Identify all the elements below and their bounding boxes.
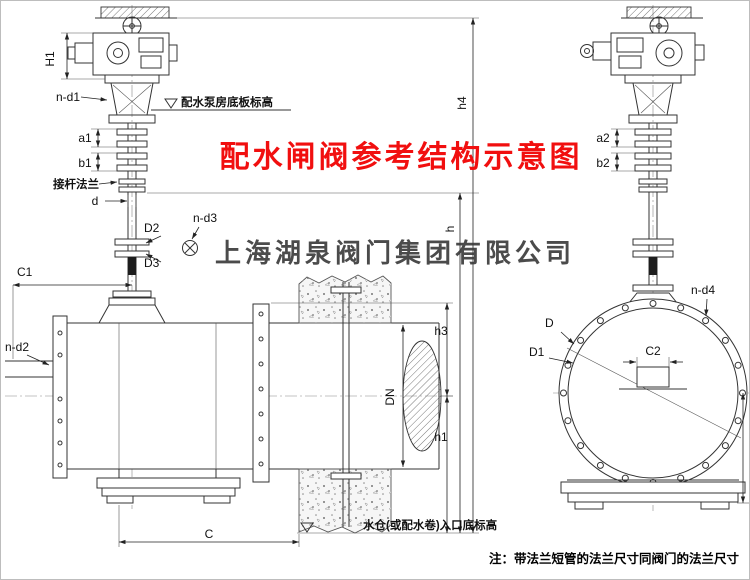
wall-section — [298, 274, 392, 534]
dim-D: D — [545, 316, 554, 330]
dim-h: h — [443, 226, 457, 233]
front-view: a2 b2 n-d4 D D1 C2 — [529, 5, 749, 511]
annotation-pump-room-floor: 配水泵房底板标高 — [181, 95, 273, 109]
side-view-actuator — [67, 6, 178, 124]
dim-h1: h1 — [434, 430, 448, 444]
dim-a1: a1 — [78, 131, 92, 145]
dim-d: d — [92, 194, 99, 208]
dim-D3: D3 — [144, 256, 160, 270]
elevation-annotations: 配水泵房底板标高 水仓(或配水卷)入口底标高 — [151, 95, 497, 533]
dim-n-d4: n-d4 — [691, 283, 715, 297]
dim-D2: D2 — [144, 221, 160, 235]
front-view-actuator — [580, 6, 705, 124]
dim-h3: h3 — [434, 324, 448, 338]
watermark-company-name: 上海湖泉阀门集团有限公司 — [215, 238, 575, 268]
dim-n-d1: n-d1 — [56, 90, 80, 104]
annotation-stem-flange: 接杆法兰 — [53, 177, 99, 191]
front-view-flange — [558, 298, 748, 488]
dim-H1: H1 — [43, 51, 57, 67]
side-view: H1 n-d1 a1 b1 接杆法兰 d D2 D3 n-d3 — [5, 5, 497, 547]
dim-C: C — [205, 527, 214, 541]
front-view-base — [560, 479, 746, 510]
dim-C1: C1 — [17, 265, 33, 279]
dim-b2: b2 — [596, 156, 610, 170]
annotation-inlet-bottom: 水仓(或配水卷)入口底标高 — [363, 518, 497, 532]
dim-DN: DN — [383, 388, 397, 405]
footnote: 注：带法兰短管的法兰尺寸同阀门的法兰尺寸 — [489, 551, 740, 566]
dim-D1: D1 — [529, 345, 545, 359]
drawing-title: 配水闸阀参考结构示意图 — [220, 140, 583, 174]
side-view-dimensions: H1 n-d1 a1 b1 接杆法兰 d D2 D3 n-d3 — [5, 17, 479, 547]
dim-h4: h4 — [455, 96, 469, 110]
dim-n-d3: n-d3 — [193, 211, 217, 225]
dim-a2: a2 — [596, 131, 610, 145]
dim-b1: b1 — [78, 156, 92, 170]
dim-n-d2: n-d2 — [5, 340, 29, 354]
dim-C2: C2 — [645, 344, 661, 358]
front-view-stem — [627, 123, 679, 304]
front-view-dimensions: a2 b2 n-d4 D D1 C2 — [529, 128, 749, 504]
